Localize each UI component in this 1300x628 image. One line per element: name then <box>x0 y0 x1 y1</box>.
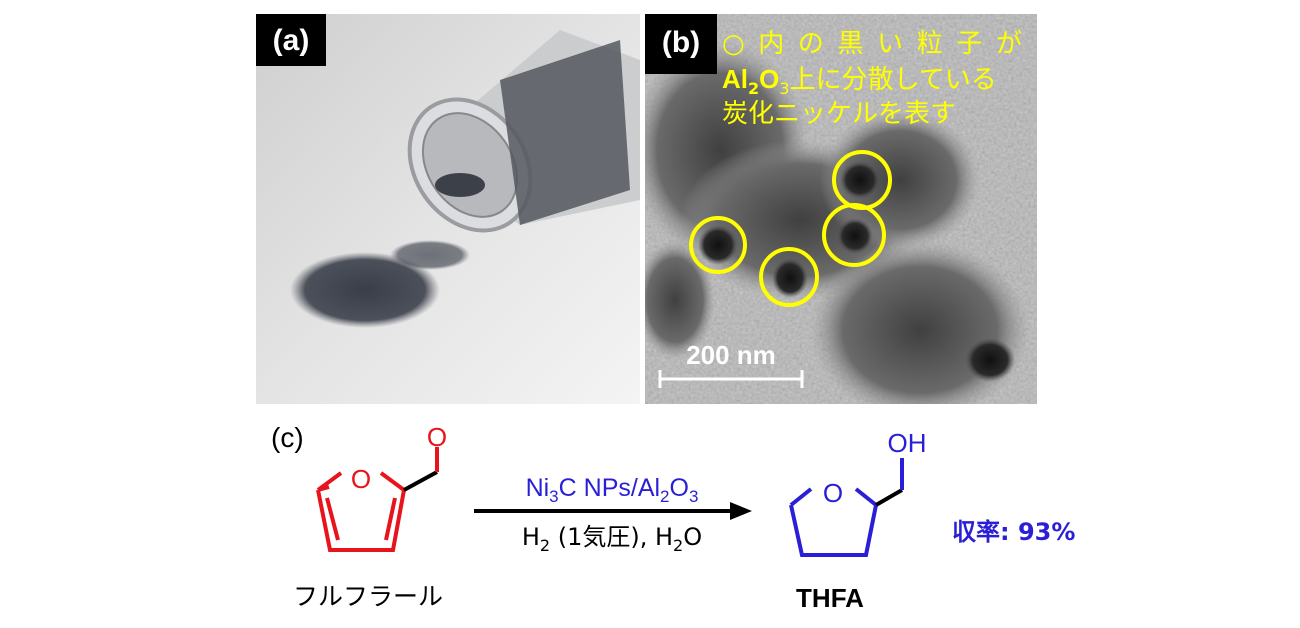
thfa-structure <box>789 458 904 557</box>
reaction-arrow <box>474 502 752 520</box>
particle-circle <box>759 247 819 307</box>
scale-bar-label: 200 nm <box>686 340 776 370</box>
particle-circles <box>689 150 892 307</box>
furfural-carbonyl-oxygen: O <box>427 422 447 452</box>
panel-a-photo: (a) <box>256 14 640 404</box>
powder-pile <box>290 252 440 328</box>
thfa-hydroxyl: OH <box>888 428 927 458</box>
scale-bar: 200 nm <box>658 340 804 388</box>
annotation-line-2: Al2O3上に分散している <box>722 64 997 98</box>
thfa-ring-oxygen: O <box>823 478 843 508</box>
furfural-structure <box>316 447 439 552</box>
catalyst-label: Ni3C NPs/Al2O3 <box>526 474 699 506</box>
conditions-label: H2 (1気圧), H2O <box>522 523 702 555</box>
furfural-ring-oxygen: O <box>351 464 371 494</box>
product-name: THFA <box>796 583 864 613</box>
panel-c-label: (c) <box>271 422 304 453</box>
annotation-line-3: 炭化ニッケルを表す <box>722 99 956 129</box>
panel-b-tem-image: 200 nm (b) ○内の黒い粒子が Al2O3上に分散している 炭化ニッケル… <box>645 14 1037 404</box>
reactant-name: フルフラール <box>293 582 443 611</box>
particle-circle <box>822 203 886 267</box>
vial-image <box>407 30 640 233</box>
yield-label: 収率: 93% <box>952 518 1075 546</box>
panel-b-label: (b) <box>662 26 700 59</box>
particle-circle <box>689 216 747 274</box>
panel-a-label: (a) <box>273 24 310 57</box>
